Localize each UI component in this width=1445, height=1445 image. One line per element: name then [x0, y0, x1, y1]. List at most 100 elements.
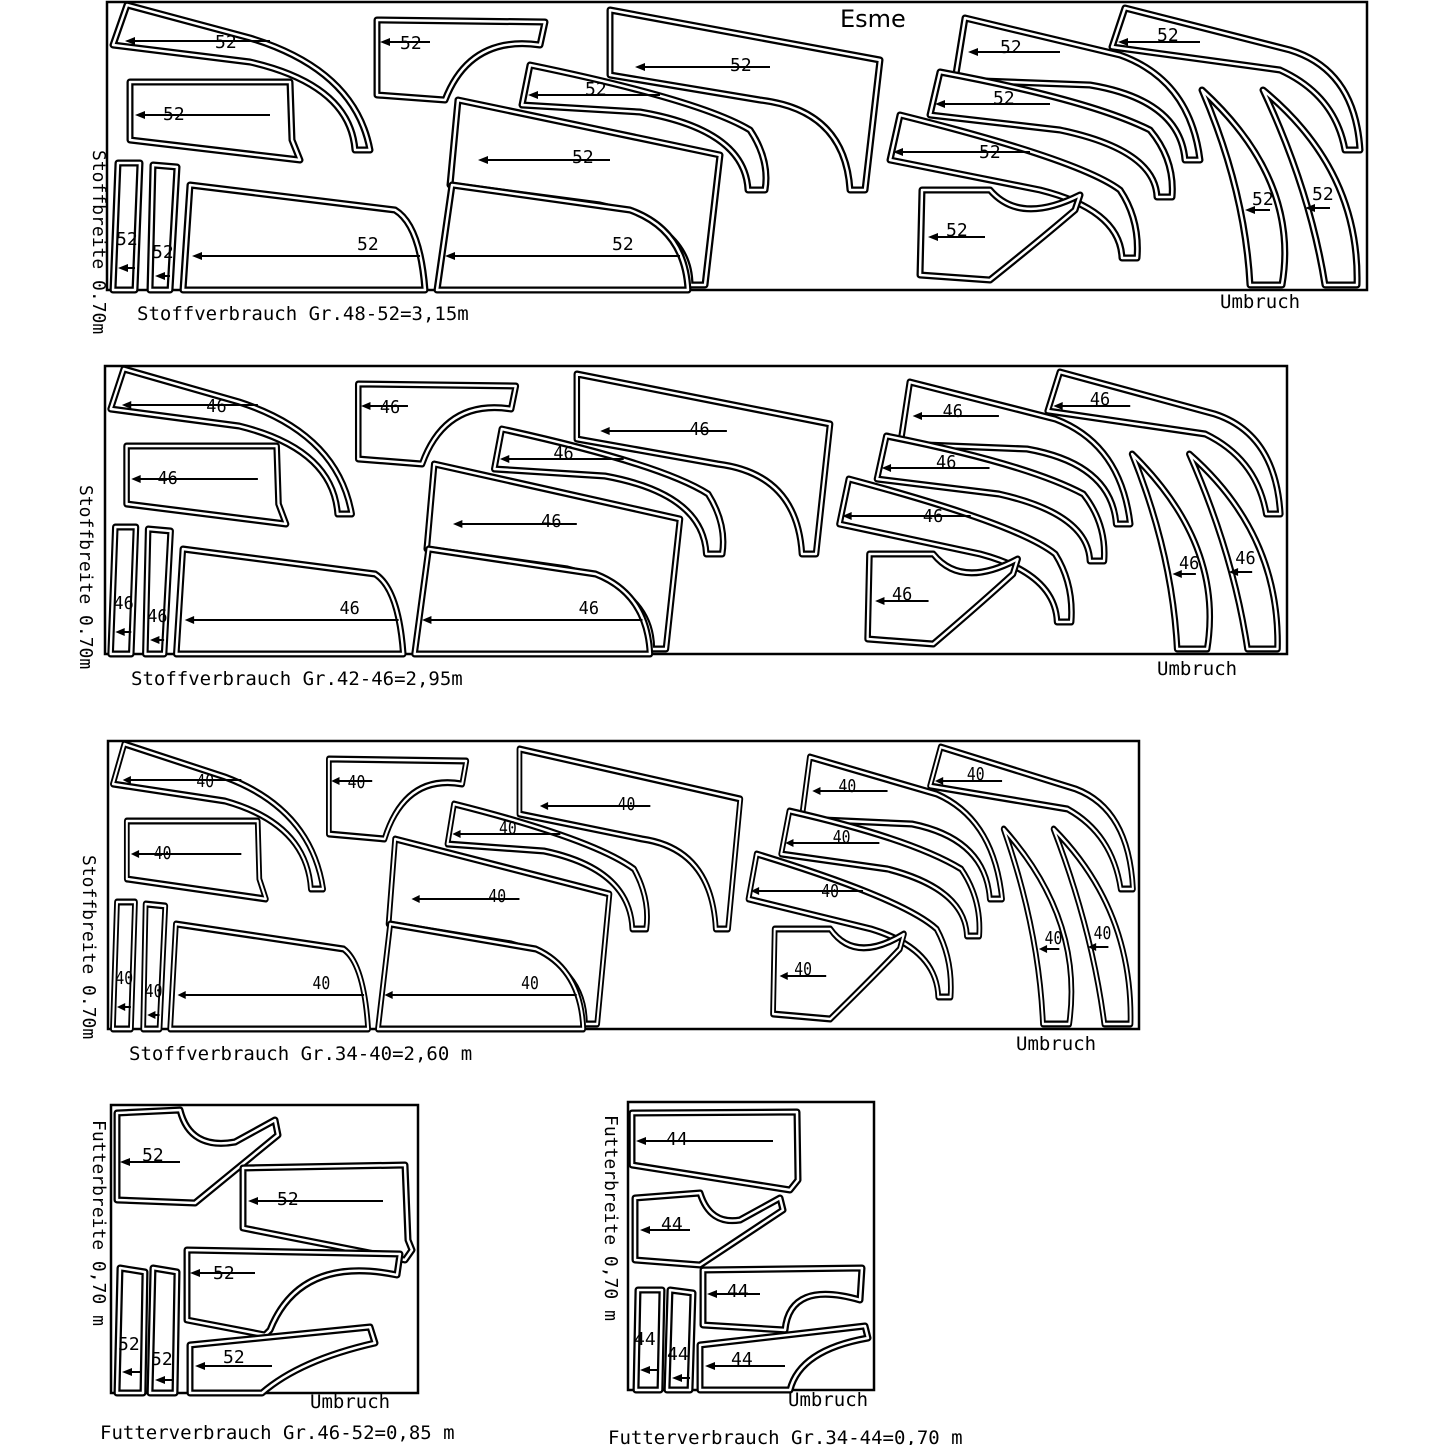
seam-allowance-line [148, 163, 179, 292]
piece-size-label: 46 [541, 512, 561, 533]
seam-allowance-line [634, 1288, 664, 1392]
seam-allowance-line [630, 1110, 800, 1192]
fold-label: Umbruch [1220, 291, 1300, 313]
seam-allowance-line [772, 927, 905, 1021]
pattern-piece: 40 [110, 740, 326, 893]
seam-allowance-line [128, 80, 302, 162]
arrowhead-icon [600, 427, 610, 435]
piece-size-label: 46 [943, 402, 963, 423]
arrowhead-icon [190, 1269, 200, 1277]
pattern-piece: 40 [123, 817, 269, 903]
arrowhead-icon [1172, 570, 1182, 578]
piece-size-label: 40 [499, 818, 517, 839]
pattern-piece: 40 [140, 900, 169, 1033]
arrowhead-icon [184, 616, 195, 624]
piece-size-label: 46 [113, 594, 133, 615]
pattern-piece: 52 [146, 1264, 181, 1397]
arrowhead-icon [384, 991, 393, 999]
seam-allowance-line [115, 1266, 147, 1395]
pattern-piece: 52 [179, 181, 429, 294]
pattern-piece: 52 [606, 6, 884, 194]
piece-size-label: 40 [1094, 923, 1112, 944]
seam-allowance-line [435, 183, 690, 292]
piece-size-label: 46 [1090, 390, 1110, 411]
pattern-piece: 40 [325, 755, 470, 843]
fabric-width-frame [106, 739, 1141, 1031]
arrowhead-icon [672, 1374, 682, 1382]
arrowhead-icon [248, 1197, 258, 1205]
arrowhead-icon [705, 1362, 715, 1370]
arrowhead-icon [331, 777, 340, 785]
seam-allowance-line [111, 3, 372, 152]
piece-size-label: 40 [838, 776, 856, 797]
pattern-piece: 40 [798, 753, 1005, 903]
pattern-piece: 44 [699, 1264, 866, 1334]
piece-size-label: 40 [1045, 928, 1063, 949]
seam-allowance-line [111, 900, 137, 1031]
piece-size-label: 40 [821, 881, 839, 902]
pattern-piece: 52 [239, 1161, 416, 1264]
piece-outline [373, 16, 549, 104]
arrowhead-icon [934, 777, 944, 785]
arrowhead-icon [1118, 38, 1128, 46]
piece-size-label: 52 [357, 234, 379, 255]
pattern-piece: 46 [864, 550, 1021, 648]
pattern-piece: 40 [927, 743, 1136, 893]
seam-allowance-line [327, 757, 468, 841]
arrowhead-icon [1228, 568, 1239, 576]
fabric-width-frame [103, 364, 1289, 656]
seam-allowance-line [747, 852, 952, 999]
arrowhead-icon [750, 887, 760, 895]
pattern-piece: 40 [516, 745, 744, 933]
piece-size-label: 40 [196, 771, 214, 792]
piece-size-label: 46 [689, 420, 709, 441]
pattern-piece: 52 [1259, 86, 1361, 289]
arrowhead-icon [1305, 204, 1315, 212]
arrowhead-icon [121, 401, 132, 409]
arrowhead-icon [893, 148, 903, 156]
arrowhead-icon [147, 1011, 156, 1019]
pattern-piece: 46 [107, 365, 355, 518]
pattern-piece: 40 [745, 850, 954, 1001]
pattern-piece: 40 [110, 898, 138, 1033]
piece-size-label: 40 [833, 827, 851, 848]
seam-allowance-line [701, 1266, 864, 1332]
arrowhead-icon [1038, 945, 1048, 953]
piece-size-label: 44 [666, 1129, 688, 1150]
piece-size-label: 46 [147, 607, 167, 628]
piece-size-label: 40 [521, 973, 539, 994]
arrowhead-icon [779, 972, 788, 980]
arrowhead-icon [636, 1137, 646, 1145]
pattern-piece: 52 [183, 1246, 404, 1339]
piece-size-label: 46 [553, 444, 573, 465]
piece-size-label: 52 [612, 234, 634, 255]
piece-size-label: 46 [340, 599, 360, 620]
seam-allowance-line [188, 1325, 377, 1395]
piece-size-label: 46 [1179, 554, 1199, 575]
piece-size-label: 52 [118, 1334, 140, 1355]
seam-allowance-line [111, 161, 142, 292]
piece-size-label: 52 [1000, 37, 1022, 58]
arrowhead-icon [361, 402, 371, 410]
fabric-width-label: Futterbreite 0,70 m [88, 1120, 109, 1326]
arrowhead-icon [155, 272, 165, 280]
seam-allowance-line [518, 747, 742, 931]
pattern-title: Esme [840, 5, 906, 33]
seam-allowance-line [928, 70, 1174, 199]
piece-size-label: 46 [579, 599, 599, 620]
pattern-piece: 46 [123, 442, 290, 528]
fabric-width-label: Stoffbreite 0.70m [88, 150, 109, 334]
piece-size-label: 46 [206, 397, 226, 418]
piece-size-label: 40 [488, 886, 506, 907]
seam-allowance-line [520, 63, 768, 192]
seam-allowance-line [1052, 827, 1132, 1026]
seam-allowance-line [109, 525, 138, 656]
piece-size-label: 44 [667, 1344, 689, 1365]
arrowhead-icon [812, 787, 821, 795]
